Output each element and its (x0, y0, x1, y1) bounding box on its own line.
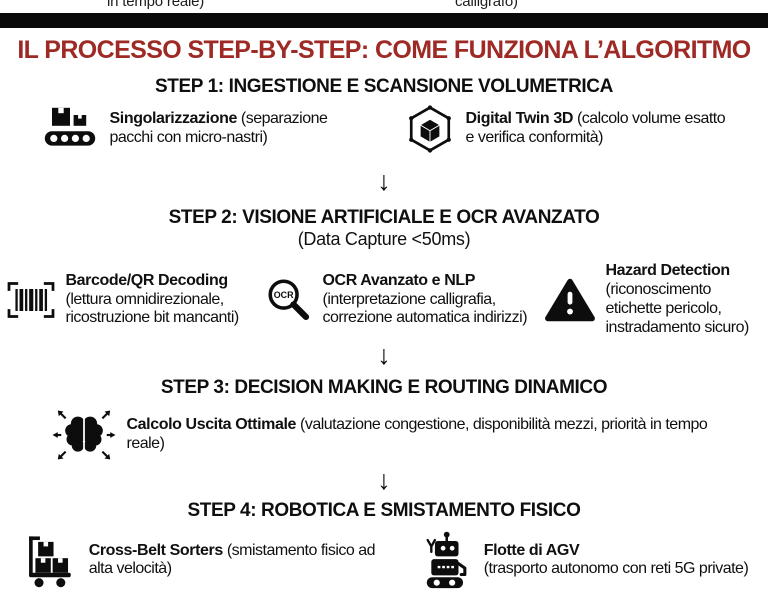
item-title: Barcode/QR Decoding (65, 271, 229, 289)
section-divider-bar (0, 13, 768, 28)
down-arrow-icon: ↓ (377, 339, 391, 370)
hazard-icon (543, 276, 597, 324)
cutoff-text-right: calligrafo) (455, 0, 518, 10)
list-item-barcode: Barcode/QR Decoding (lettura omnidirezio… (5, 272, 262, 329)
item-title: Calcolo Uscita Ottimale (126, 415, 297, 433)
item-desc: (separazione pacchi con micro-nastri) (109, 109, 328, 146)
item-text: Calcolo Uscita Ottimale (valutazione con… (127, 416, 717, 454)
digital-twin-icon (405, 104, 455, 154)
step-4-items-row: Cross-Belt Sorters (smistamento fisico a… (0, 531, 768, 589)
list-item-ocr: OCR OCR Avanzato e NLP (interpretazione … (264, 272, 541, 329)
step-4-section: STEP 4: ROBOTICA E SMISTAMENTO FISICO (0, 500, 768, 590)
item-text: Cross-Belt Sorters (smistamento fisico a… (89, 542, 381, 580)
step-2-heading: STEP 2: VISIONE ARTIFICIALE E OCR AVANZA… (168, 206, 600, 228)
item-desc: (valutazione congestione, disponibilità … (126, 415, 708, 452)
item-desc: (trasporto autonomo con reti 5G private) (483, 560, 749, 578)
step-1-heading: STEP 1: INGESTIONE E SCANSIONE VOLUMETRI… (155, 76, 613, 97)
item-title: Hazard Detection (605, 262, 731, 280)
item-text: Singolarizzazione (separazione pacchi co… (110, 110, 365, 148)
list-item-digital-twin: Digital Twin 3D (calcolo volume esatto e… (405, 104, 728, 154)
item-desc: (calcolo volume esatto e verifica confor… (465, 109, 726, 146)
item-title: Digital Twin 3D (465, 109, 574, 127)
barcode-icon (5, 278, 57, 322)
down-arrow-icon: ↓ (377, 165, 391, 196)
item-desc: (riconoscimento etichette pericolo, inst… (605, 281, 750, 336)
robot-icon (415, 531, 473, 589)
item-text: Digital Twin 3D (calcolo volume esatto e… (466, 110, 728, 148)
step-2-items-row: Barcode/QR Decoding (lettura omnidirezio… (0, 262, 768, 338)
item-desc: (lettura omnidirezionale, ricostruzione … (65, 290, 240, 327)
step-4-heading: STEP 4: ROBOTICA E SMISTAMENTO FISICO (187, 499, 581, 521)
item-title: Flotte di AGV (483, 541, 580, 559)
brain-routing-icon (52, 407, 116, 463)
item-desc: (smistamento fisico ad alta velocità) (88, 541, 376, 578)
list-item-hazard: Hazard Detection (riconoscimento etichet… (543, 262, 764, 338)
item-text: Flotte di AGV(trasporto autonomo con ret… (484, 542, 749, 580)
item-text: OCR Avanzato e NLP (interpretazione call… (323, 272, 541, 329)
step-3-section: STEP 3: DECISION MAKING E ROUTING DINAMI… (0, 377, 768, 463)
list-item-calcolo-uscita: Calcolo Uscita Ottimale (valutazione con… (52, 407, 717, 463)
page-title: IL PROCESSO STEP-BY-STEP: COME FUNZIONA … (17, 36, 751, 64)
list-item-cross-belt: Cross-Belt Sorters (smistamento fisico a… (20, 531, 381, 589)
step-1-section: STEP 1: INGESTIONE E SCANSIONE VOLUMETRI… (0, 76, 768, 154)
previous-section-overflow: in tempo reale) calligrafo) (0, 0, 768, 13)
item-text: Barcode/QR Decoding (lettura omnidirezio… (66, 272, 262, 329)
item-title: Singolarizzazione (109, 109, 238, 127)
down-arrow-icon: ↓ (377, 464, 391, 495)
conveyor-icon (41, 106, 99, 151)
item-desc: (interpretazione calligrafia, correzione… (322, 290, 528, 327)
list-item-singolarizzazione: Singolarizzazione (separazione pacchi co… (41, 106, 365, 151)
step-2-subheading: (Data Capture <50ms) (297, 228, 471, 249)
handtruck-icon (20, 531, 78, 589)
item-title: OCR Avanzato e NLP (322, 271, 476, 289)
ocr-magnifier-icon: OCR (264, 275, 314, 325)
step-3-heading: STEP 3: DECISION MAKING E ROUTING DINAMI… (160, 376, 608, 398)
item-text: Hazard Detection (riconoscimento etichet… (606, 262, 764, 338)
list-item-agv: Flotte di AGV(trasporto autonomo con ret… (415, 531, 749, 589)
svg-text:OCR: OCR (273, 290, 293, 300)
step-1-items-row: Singolarizzazione (separazione pacchi co… (0, 104, 768, 154)
step-2-section: STEP 2: VISIONE ARTIFICIALE E OCR AVANZA… (0, 207, 768, 338)
cutoff-text-left: in tempo reale) (107, 0, 205, 10)
step-3-items-row: Calcolo Uscita Ottimale (valutazione con… (0, 407, 768, 463)
item-title: Cross-Belt Sorters (88, 541, 224, 559)
